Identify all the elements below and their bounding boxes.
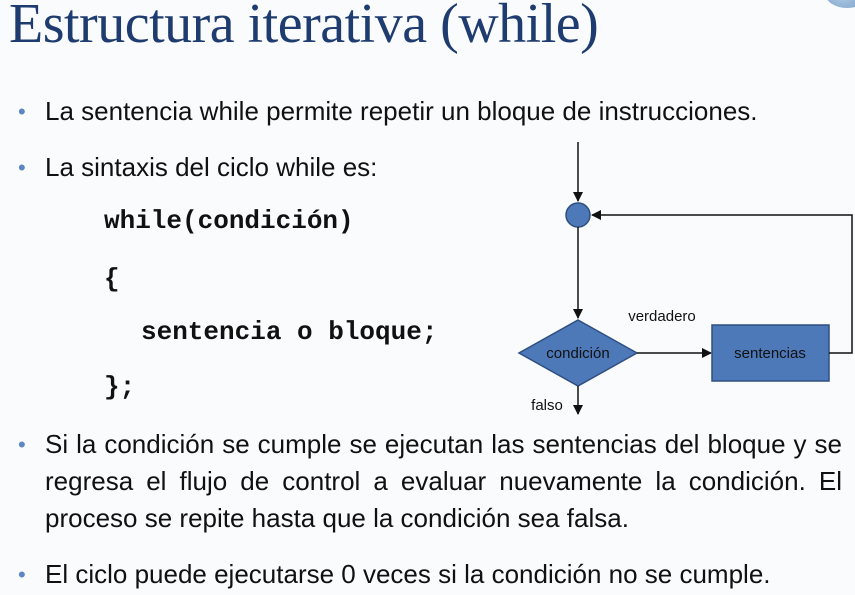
bullet-zero-iterations: El ciclo puede ejecutarse 0 veces si la … (18, 556, 770, 593)
true-branch-label: verdadero (628, 308, 696, 325)
bullet-while-definition: La sentencia while permite repetir un bl… (18, 93, 835, 130)
code-line-while: while(condición) (104, 206, 354, 236)
code-line-open-brace: { (104, 264, 120, 294)
junction-node (565, 202, 591, 228)
code-line-close-brace: }; (104, 372, 136, 402)
bullet-condition-explanation: Si la condición se cumple se ejecutan la… (18, 426, 842, 537)
decision-label: condición (546, 345, 609, 362)
code-line-body: sentencia o bloque; (141, 317, 438, 347)
false-branch-label: falso (531, 397, 563, 414)
loop-back-arrow (591, 210, 853, 354)
process-box (711, 324, 830, 382)
slide-title: Estructura iterativa (while) (9, 0, 599, 55)
process-label: sentencias (734, 345, 806, 362)
corner-logo (825, 0, 855, 8)
bullet-syntax-intro: La sintaxis del ciclo while es: (18, 149, 377, 186)
